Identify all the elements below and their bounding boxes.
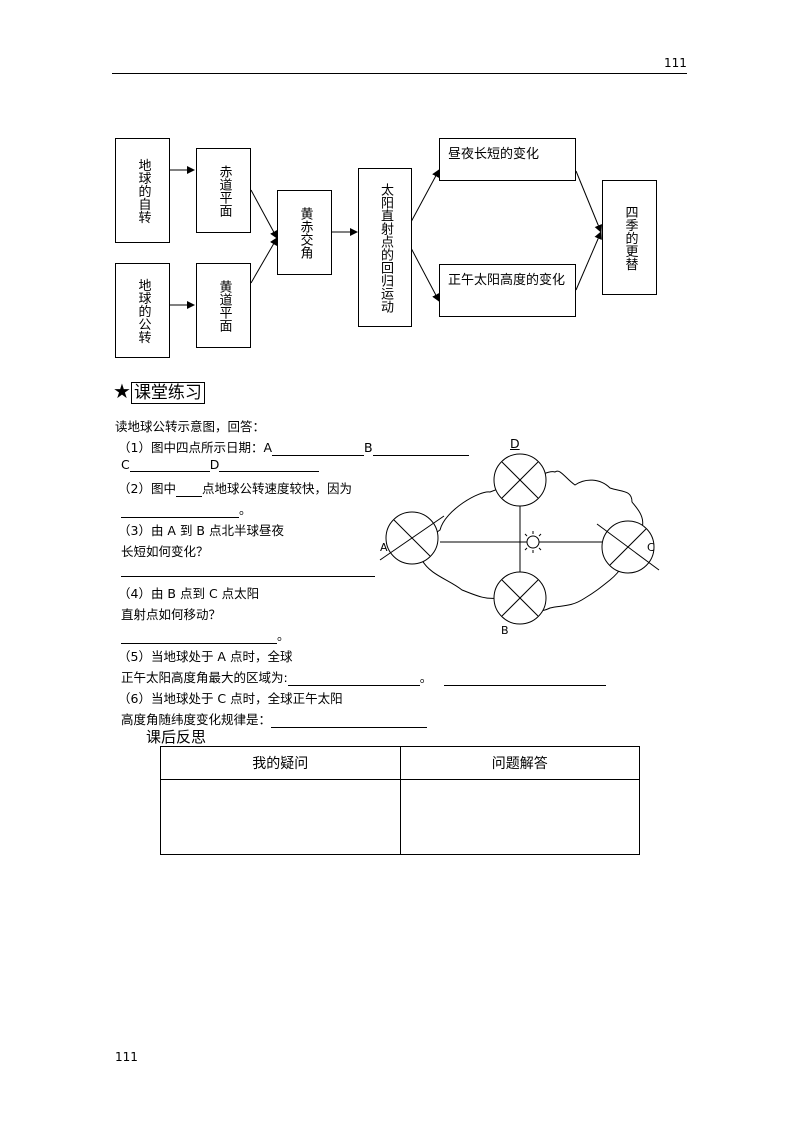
box-day-night: 昼夜长短的变化 — [439, 138, 576, 181]
sun-icon — [522, 531, 544, 553]
box-seasons: 四季的更替 — [602, 180, 657, 295]
question-4-answer: 。 — [121, 625, 290, 644]
box-earth-rotation-label: 地球的自转 — [135, 158, 151, 223]
box-equator-plane-label: 赤道平面 — [216, 164, 232, 217]
question-3-answer — [121, 562, 375, 577]
q1-label-b: B — [364, 440, 373, 455]
q2-label-a: （2）图中 — [118, 481, 176, 496]
box-noon-altitude: 正午太阳高度的变化 — [439, 264, 576, 317]
box-obliquity: 黄赤交角 — [277, 190, 332, 275]
q5-label-b: 正午太阳高度角最大的区域为: — [121, 670, 288, 685]
flowchart-arrows — [170, 166, 603, 309]
box-ecliptic-plane-label: 黄道平面 — [216, 279, 232, 332]
arrow-noon-seasons — [575, 231, 602, 291]
blank-day-length-change[interactable] — [121, 563, 375, 577]
orbit-label-a: A — [380, 541, 388, 554]
blank-altitude-pattern[interactable] — [271, 714, 428, 728]
q1-label-c: C — [121, 457, 130, 472]
box-sun-migration: 太阳直射点的回归运动 — [358, 168, 412, 327]
blank-date-d[interactable] — [219, 458, 320, 472]
reflection-title: 课后反思 — [146, 728, 207, 746]
question-4: （4）由 B 点到 C 点太阳 — [118, 586, 260, 601]
arrow-equator-obliquity — [250, 189, 278, 239]
box-sun-migration-label: 太阳直射点的回归运动 — [378, 182, 393, 313]
box-day-night-label: 昼夜长短的变化 — [448, 147, 540, 162]
star-icon: ★ — [113, 379, 131, 403]
arrow-daynight-seasons — [575, 170, 603, 233]
earth-d — [493, 453, 547, 507]
blank-fast-point[interactable] — [175, 483, 202, 497]
q2-label-b: 点地球公转速度较快，因为 — [201, 481, 352, 496]
blank-max-altitude-region[interactable] — [287, 672, 420, 686]
box-earth-revolution-label: 地球的公转 — [135, 278, 151, 343]
question-5-cont: 正午太阳高度角最大的区域为: 。 — [121, 667, 607, 686]
question-6: （6）当地球处于 C 点时，全球正午太阳 — [118, 691, 343, 706]
box-equator-plane: 赤道平面 — [196, 148, 251, 233]
reflection-answer-cell[interactable] — [399, 779, 640, 855]
exercise-heading: ★课堂练习 — [113, 378, 205, 404]
arrow-ecliptic-obliquity — [250, 237, 278, 284]
box-earth-rotation: 地球的自转 — [115, 138, 170, 243]
orbit-label-c: C — [647, 541, 655, 554]
question-2-cont: 。 — [121, 499, 252, 518]
earth-c — [596, 520, 660, 574]
blank-date-a[interactable] — [272, 442, 365, 456]
question-5: （5）当地球处于 A 点时，全球 — [118, 649, 293, 664]
arrow-migration-daynight — [410, 169, 440, 223]
q1-label-a: （1）图中四点所示日期：A — [118, 440, 273, 455]
header-rule — [112, 73, 687, 74]
header-page-number: 111 — [664, 56, 687, 70]
box-earth-revolution: 地球的公转 — [115, 263, 170, 358]
earth-a — [379, 511, 445, 565]
reflection-col-question: 我的疑问 — [160, 746, 401, 780]
box-noon-altitude-label: 正午太阳高度的变化 — [448, 273, 566, 288]
earth-b — [493, 571, 547, 625]
q5-end: 。 — [419, 670, 433, 685]
reflection-table: 我的疑问 问题解答 — [160, 746, 640, 855]
exercise-title: 课堂练习 — [130, 382, 205, 404]
blank-date-c[interactable] — [129, 458, 210, 472]
orbit-label-b: B — [501, 624, 509, 637]
blank-date-b[interactable] — [372, 442, 469, 456]
q6-label-b: 高度角随纬度变化规律是： — [121, 712, 272, 727]
footer-page-number: 111 — [115, 1050, 138, 1064]
question-1: （1）图中四点所示日期：A B — [118, 437, 469, 456]
blank-subsolar-movement[interactable] — [121, 630, 277, 644]
box-seasons-label: 四季的更替 — [622, 205, 638, 270]
orbit-diagram — [379, 453, 660, 625]
blank-max-altitude-region-extra[interactable] — [444, 672, 607, 686]
q2-end: 。 — [239, 502, 252, 517]
orbit-label-d: D — [510, 436, 520, 451]
exercise-intro: 读地球公转示意图，回答： — [115, 419, 266, 434]
arrow-migration-noon — [410, 247, 440, 302]
question-4-cont: 直射点如何移动？ — [121, 607, 222, 622]
question-2: （2）图中 点地球公转速度较快，因为 — [118, 478, 352, 497]
box-ecliptic-plane: 黄道平面 — [196, 263, 251, 348]
reflection-col-answer: 问题解答 — [399, 746, 640, 780]
q4-end: 。 — [277, 628, 290, 643]
question-6-cont: 高度角随纬度变化规律是： — [121, 709, 428, 728]
reflection-question-cell[interactable] — [160, 779, 401, 855]
question-3-cont: 长短如何变化？ — [121, 544, 209, 559]
box-obliquity-label: 黄赤交角 — [297, 206, 313, 259]
question-3: （3）由 A 到 B 点北半球昼夜 — [118, 523, 284, 538]
blank-fast-reason[interactable] — [121, 504, 239, 518]
q1-label-d: D — [209, 457, 220, 472]
